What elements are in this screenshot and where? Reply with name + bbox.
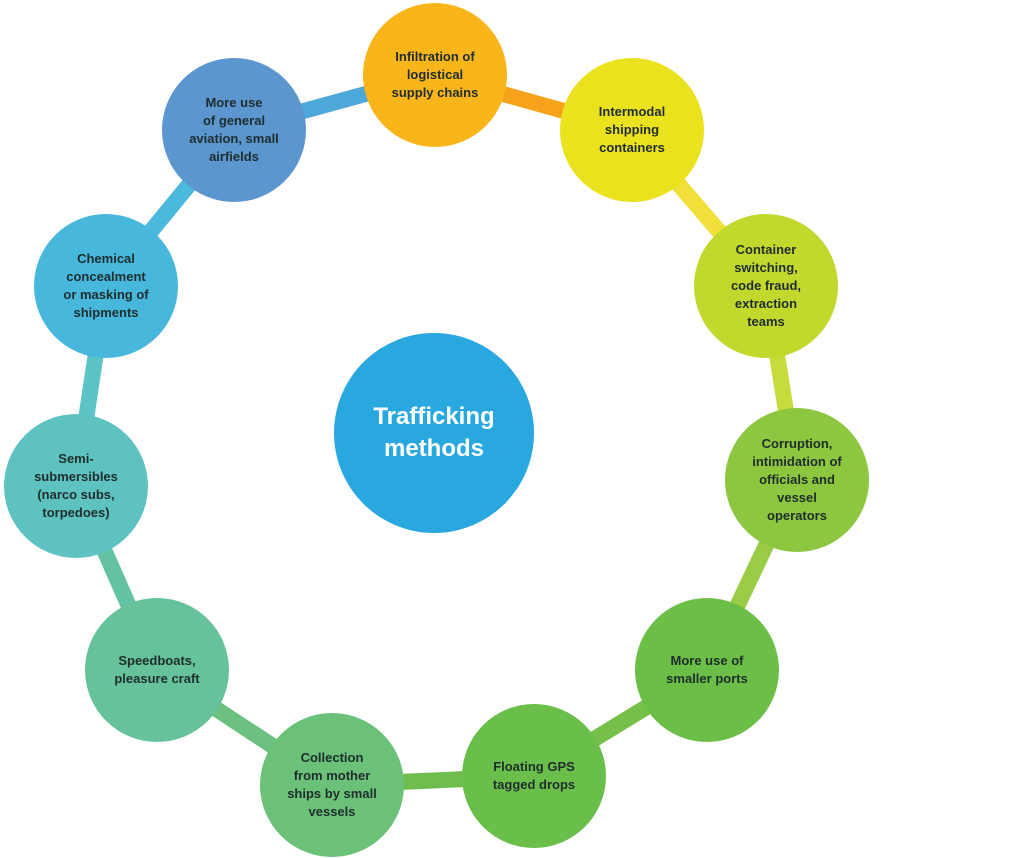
center-circle — [334, 333, 534, 533]
method-node-circle — [635, 598, 779, 742]
method-node-circle — [34, 214, 178, 358]
method-node-circle — [260, 713, 404, 857]
method-node-circle — [694, 214, 838, 358]
method-node-circle — [560, 58, 704, 202]
center-label: Trafficking methods — [373, 403, 495, 462]
method-node-circle — [363, 3, 507, 147]
method-node-circle — [725, 408, 869, 552]
method-node-circle — [462, 704, 606, 848]
node-circles — [4, 3, 869, 857]
method-node-circle — [85, 598, 229, 742]
method-node-circle — [162, 58, 306, 202]
method-node-circle — [4, 414, 148, 558]
